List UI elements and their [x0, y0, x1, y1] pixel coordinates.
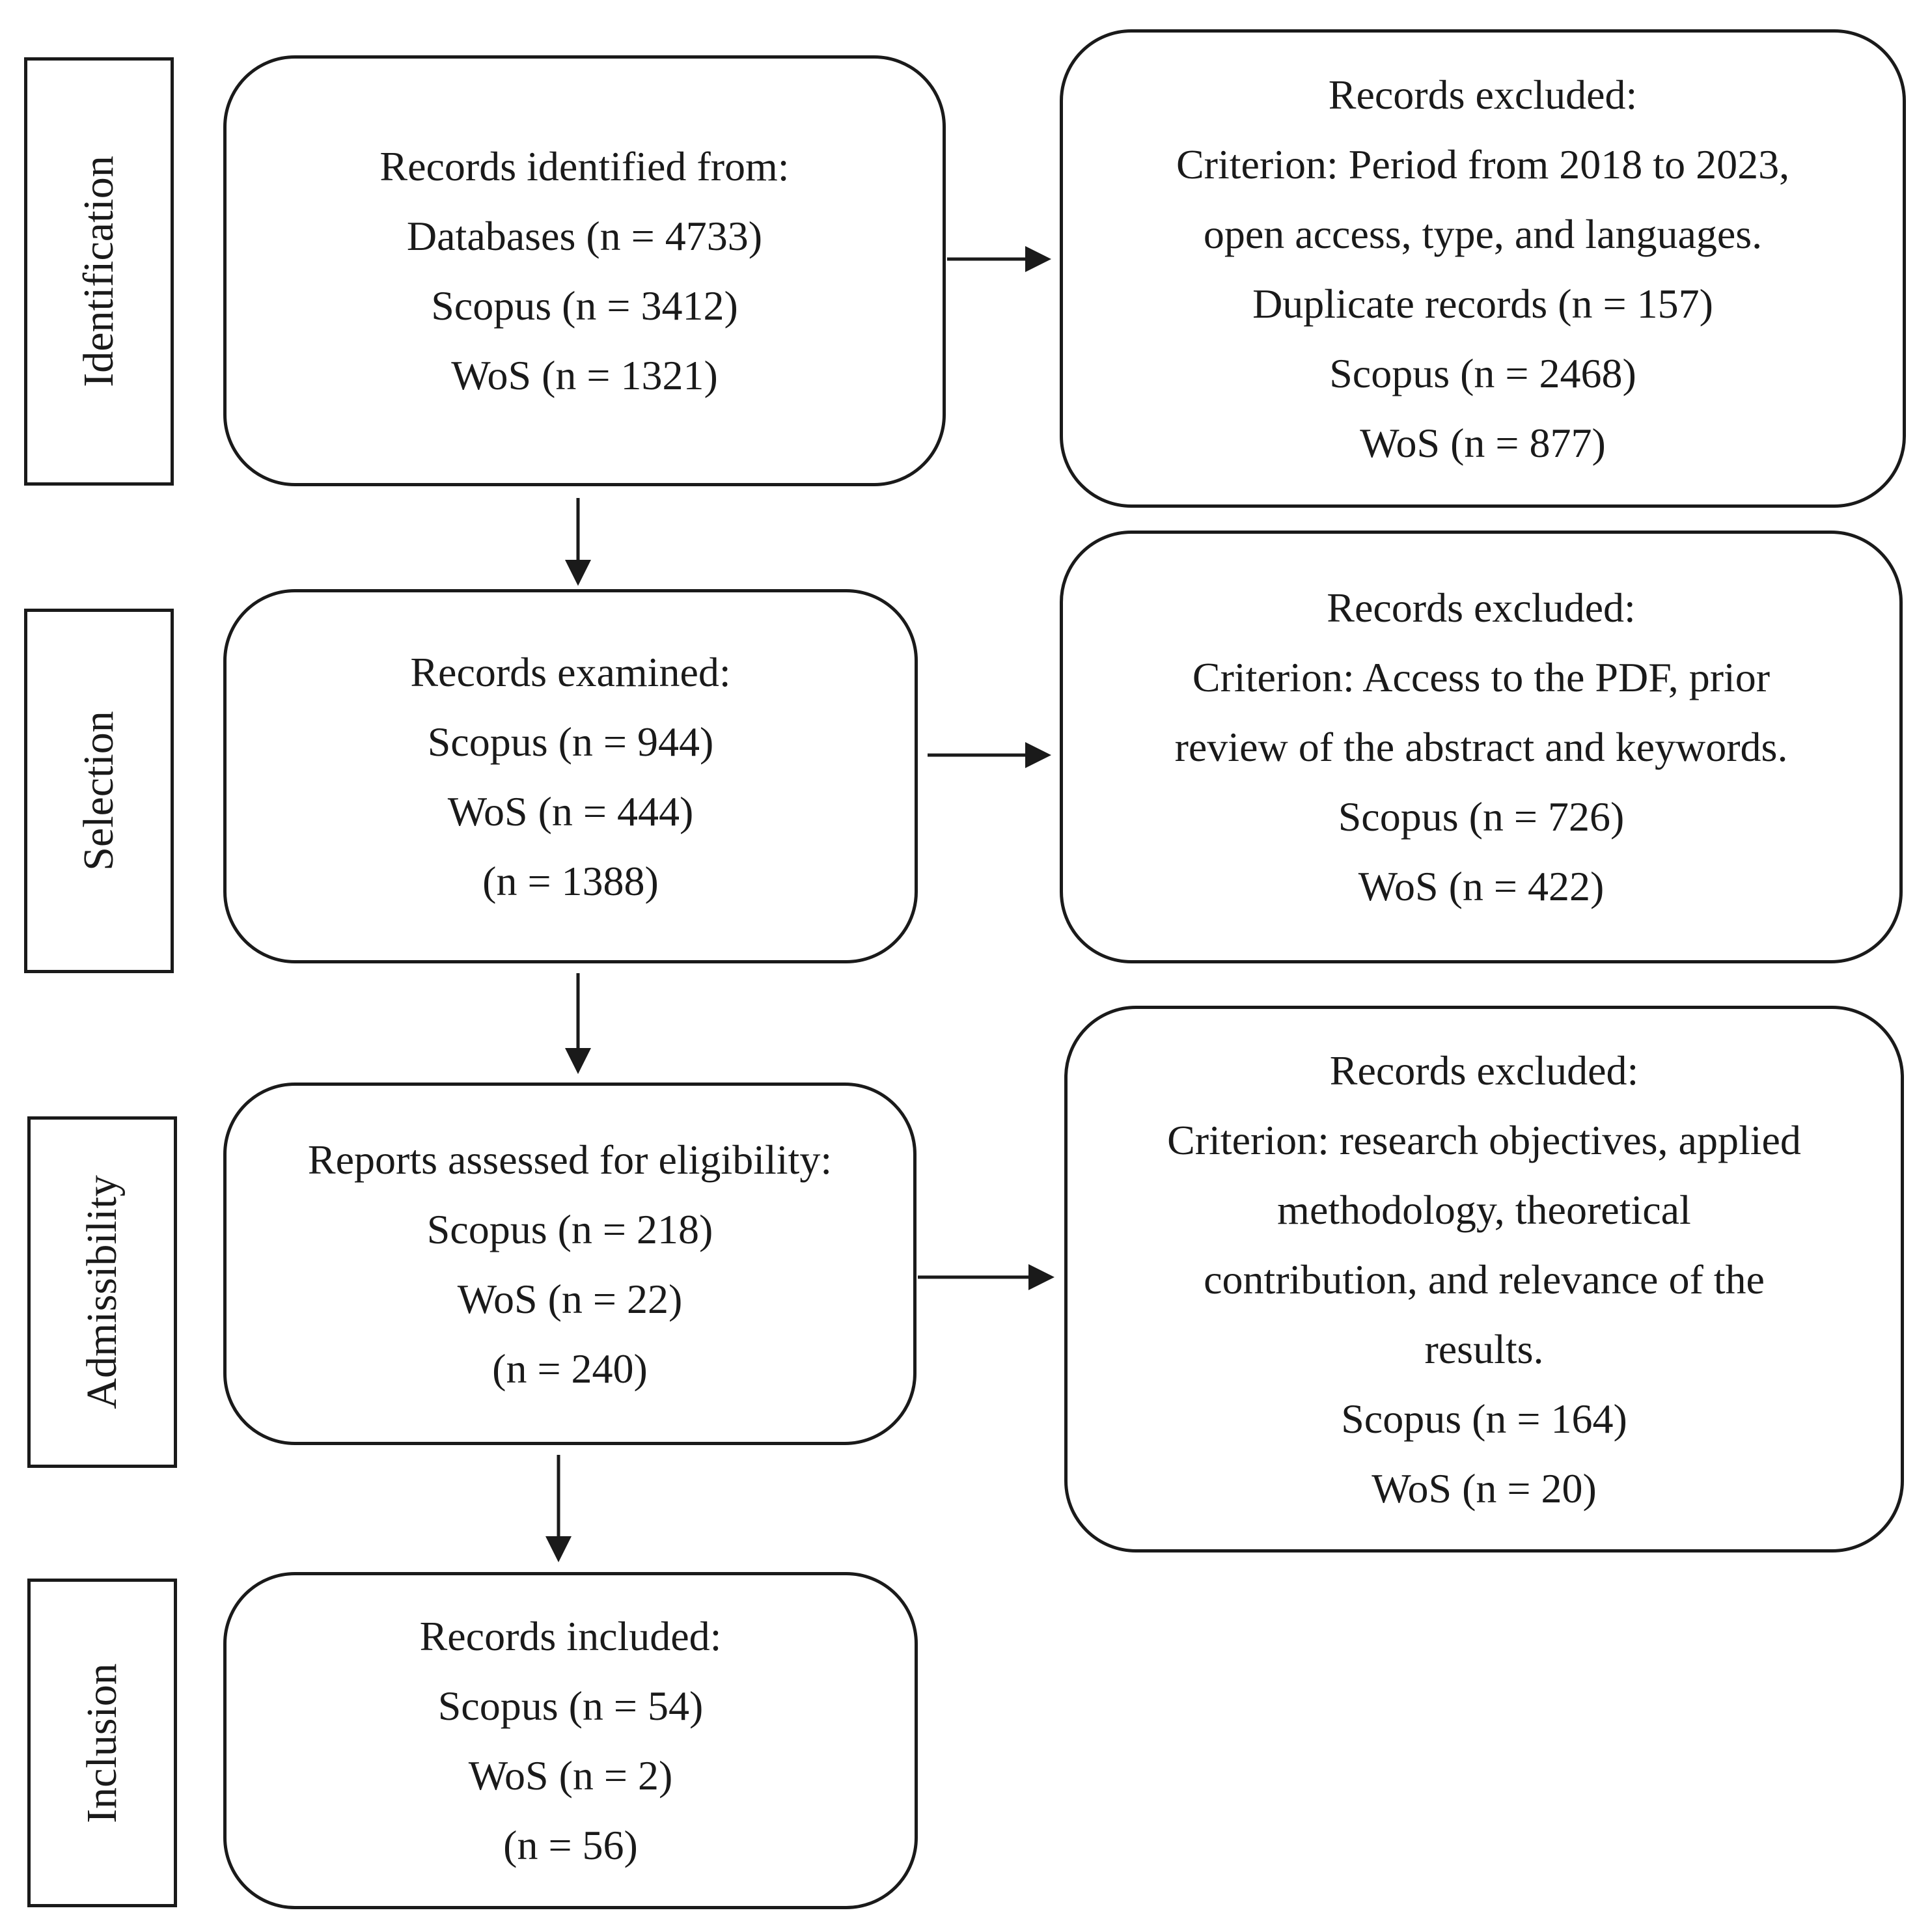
identified-wos-count: WoS (n = 1321)	[451, 352, 718, 398]
excluded-identification-wos-count: WoS (n = 877)	[1360, 419, 1606, 466]
identified-scopus-count: Scopus (n = 3412)	[431, 283, 738, 329]
records-included-box: Records included: Scopus (n = 54) WoS (n…	[223, 1572, 918, 1909]
examined-wos-count: WoS (n = 444)	[447, 788, 694, 835]
excluded-selection-title: Records excluded:	[1327, 585, 1636, 631]
excluded-identification-criterion-1: Criterion: Period from 2018 to 2023,	[1176, 141, 1790, 187]
eligibility-total-count: (n = 240)	[492, 1345, 648, 1392]
included-wos-count: WoS (n = 2)	[468, 1752, 673, 1799]
eligibility-scopus-count: Scopus (n = 218)	[426, 1206, 713, 1252]
excluded-admissibility-box: Records excluded: Criterion: research ob…	[1064, 1006, 1904, 1552]
phase-identification: Identification	[24, 57, 174, 486]
excluded-admissibility-criterion-4: results.	[1424, 1325, 1544, 1372]
excluded-identification-criterion-2: open access, type, and languages.	[1203, 210, 1763, 257]
excluded-admissibility-scopus-count: Scopus (n = 164)	[1341, 1395, 1627, 1442]
excluded-selection-wos-count: WoS (n = 422)	[1358, 863, 1605, 909]
records-included-title: Records included:	[419, 1613, 722, 1659]
excluded-admissibility-title: Records excluded:	[1329, 1047, 1639, 1094]
included-scopus-count: Scopus (n = 54)	[437, 1683, 704, 1729]
excluded-selection-box: Records excluded: Criterion: Access to t…	[1060, 531, 1903, 963]
records-examined-box: Records examined: Scopus (n = 944) WoS (…	[223, 589, 918, 963]
records-identified-title: Records identified from:	[379, 143, 790, 189]
excluded-selection-criterion-1: Criterion: Access to the PDF, prior	[1192, 654, 1771, 700]
examined-scopus-count: Scopus (n = 944)	[427, 718, 714, 765]
included-total-count: (n = 56)	[503, 1822, 638, 1868]
examined-total-count: (n = 1388)	[482, 857, 659, 904]
duplicate-records-count: Duplicate records (n = 157)	[1252, 280, 1713, 327]
phase-inclusion: Inclusion	[27, 1579, 177, 1907]
excluded-admissibility-criterion-2: methodology, theoretical	[1277, 1186, 1691, 1233]
excluded-identification-scopus-count: Scopus (n = 2468)	[1329, 350, 1636, 396]
phase-selection: Selection	[24, 609, 174, 973]
phase-admissibility: Admissibility	[27, 1116, 177, 1468]
excluded-admissibility-criterion-3: contribution, and relevance of the	[1204, 1256, 1765, 1303]
excluded-selection-criterion-2: review of the abstract and keywords.	[1174, 724, 1788, 770]
eligibility-box: Reports assessed for eligibility: Scopus…	[223, 1083, 917, 1445]
excluded-admissibility-criterion-1: Criterion: research objectives, applied	[1167, 1116, 1801, 1163]
eligibility-wos-count: WoS (n = 22)	[457, 1275, 683, 1322]
records-examined-title: Records examined:	[410, 648, 731, 695]
excluded-selection-scopus-count: Scopus (n = 726)	[1338, 794, 1625, 840]
databases-count: Databases (n = 4733)	[406, 213, 763, 259]
records-identified-box: Records identified from: Databases (n = …	[223, 55, 946, 486]
excluded-identification-box: Records excluded: Criterion: Period from…	[1060, 29, 1906, 508]
eligibility-title: Reports assessed for eligibility:	[307, 1136, 833, 1183]
excluded-identification-title: Records excluded:	[1328, 71, 1638, 118]
excluded-admissibility-wos-count: WoS (n = 20)	[1372, 1465, 1597, 1511]
